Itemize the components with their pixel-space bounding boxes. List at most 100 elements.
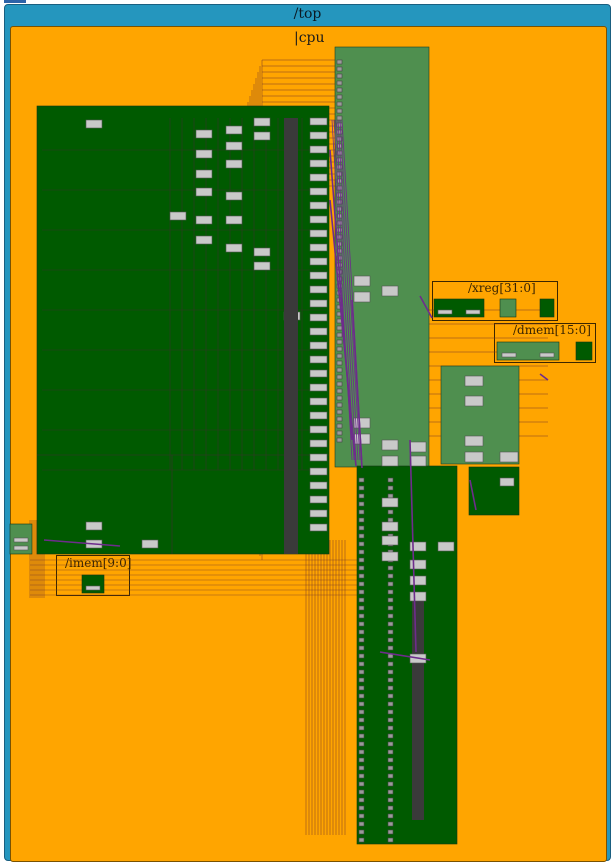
- port: [388, 806, 393, 810]
- logic-cell: [410, 592, 426, 601]
- port: [337, 67, 342, 71]
- port: [359, 494, 364, 498]
- port: [337, 431, 342, 435]
- register-cell: [310, 468, 327, 475]
- port: [337, 424, 342, 428]
- logic-cell: [14, 546, 28, 550]
- port: [359, 742, 364, 746]
- logic-cell: [142, 540, 158, 548]
- logic-cell: [196, 150, 212, 158]
- port: [359, 822, 364, 826]
- port: [337, 88, 342, 92]
- register-cell: [310, 412, 327, 419]
- register-cell: [310, 188, 327, 195]
- register-cell: [310, 440, 327, 447]
- logic-cell: [410, 560, 426, 569]
- logic-cell: [226, 160, 242, 168]
- wire-bundle: [284, 118, 298, 554]
- logic-cell: [196, 188, 212, 196]
- port: [359, 830, 364, 834]
- port: [388, 478, 393, 482]
- port: [337, 102, 342, 106]
- port: [337, 347, 342, 351]
- register-cell: [310, 202, 327, 209]
- logic-cell: [438, 542, 454, 551]
- port: [359, 710, 364, 714]
- logic-cell: [196, 170, 212, 178]
- port: [337, 396, 342, 400]
- logic-cell: [254, 118, 270, 126]
- port: [337, 354, 342, 358]
- port: [359, 766, 364, 770]
- logic-cell: [382, 552, 398, 561]
- port: [337, 60, 342, 64]
- port: [388, 822, 393, 826]
- logic-cell: [226, 192, 242, 200]
- port: [359, 646, 364, 650]
- logic-cell: [382, 522, 398, 531]
- port: [388, 566, 393, 570]
- port: [337, 130, 342, 134]
- logic-cell: [382, 498, 398, 507]
- port: [337, 382, 342, 386]
- port: [388, 742, 393, 746]
- port: [337, 74, 342, 78]
- register-cell: [310, 510, 327, 517]
- logic-cell: [226, 142, 242, 150]
- port: [388, 670, 393, 674]
- port: [388, 814, 393, 818]
- register-cell: [310, 398, 327, 405]
- port: [388, 662, 393, 666]
- port: [337, 228, 342, 232]
- logic-cell: [465, 376, 483, 386]
- port: [337, 116, 342, 120]
- port: [337, 389, 342, 393]
- port: [388, 702, 393, 706]
- port: [359, 510, 364, 514]
- wire-bundle: [412, 600, 424, 820]
- register-cell: [310, 118, 327, 125]
- logic-cell: [196, 236, 212, 244]
- logic-cell: [254, 132, 270, 140]
- stage-block-small: [469, 467, 519, 515]
- logic-cell: [465, 436, 483, 446]
- port: [337, 361, 342, 365]
- logic-cell: [410, 442, 426, 452]
- port: [388, 694, 393, 698]
- register-cell: [310, 132, 327, 139]
- port: [359, 758, 364, 762]
- port: [388, 686, 393, 690]
- port: [337, 417, 342, 421]
- logic-cell: [226, 216, 242, 224]
- logic-cell: [410, 576, 426, 585]
- port: [388, 766, 393, 770]
- port: [388, 582, 393, 586]
- xreg-block-c: [540, 299, 554, 317]
- port: [359, 518, 364, 522]
- register-cell: [310, 384, 327, 391]
- port: [388, 838, 393, 842]
- logic-cell: [86, 522, 102, 530]
- port: [359, 606, 364, 610]
- port: [359, 814, 364, 818]
- register-cell: [310, 454, 327, 461]
- port: [388, 614, 393, 618]
- port: [337, 375, 342, 379]
- logic-cell: [382, 456, 398, 466]
- port: [388, 774, 393, 778]
- logic-cell: [540, 353, 554, 357]
- port: [388, 830, 393, 834]
- port: [388, 630, 393, 634]
- port: [359, 598, 364, 602]
- port: [359, 654, 364, 658]
- stage-block-bottom: [357, 466, 457, 844]
- port: [337, 193, 342, 197]
- port: [388, 734, 393, 738]
- logic-cell: [254, 248, 270, 256]
- logic-cell: [86, 586, 100, 590]
- port: [359, 694, 364, 698]
- port: [359, 590, 364, 594]
- port: [388, 638, 393, 642]
- port: [337, 326, 342, 330]
- port: [359, 550, 364, 554]
